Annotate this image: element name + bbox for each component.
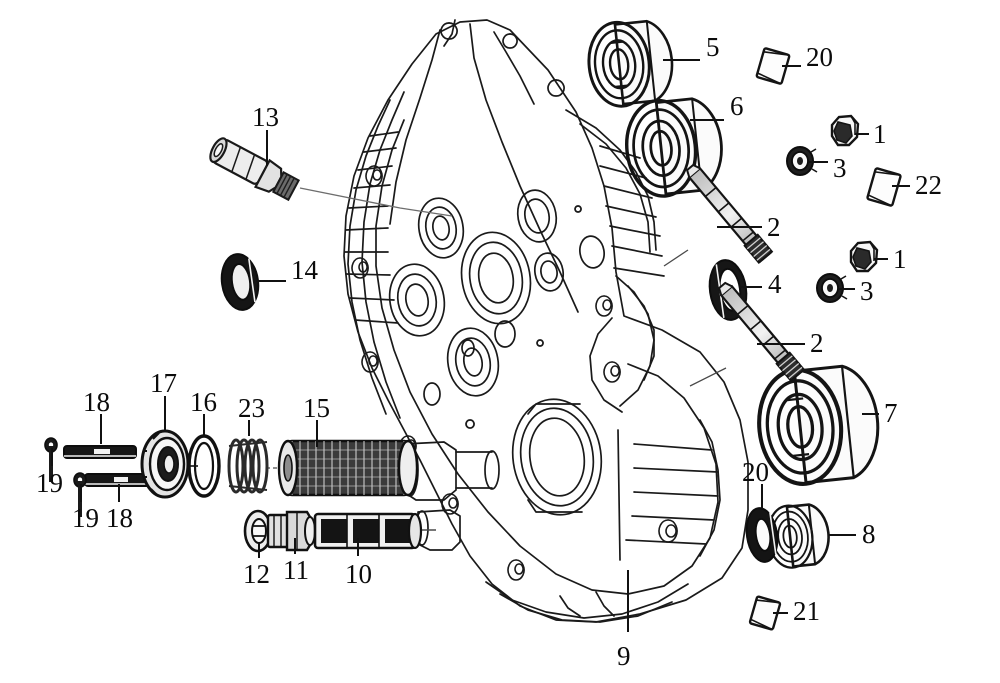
leader-stud-lower xyxy=(689,367,727,387)
leader-19b xyxy=(80,484,82,502)
callout-label-20b: 20 xyxy=(742,457,769,487)
leader-4 xyxy=(740,286,762,288)
callout-label-18a: 18 xyxy=(83,387,110,417)
callout-label-3a: 3 xyxy=(833,153,847,183)
leader-15 xyxy=(316,420,318,447)
callout-label-14: 14 xyxy=(291,255,318,285)
callout-label-12: 12 xyxy=(243,559,270,589)
part-plain-washer-lower xyxy=(816,273,848,303)
part-oil-pressure-switch xyxy=(209,137,301,202)
leader-7 xyxy=(862,413,879,415)
callout-label-5: 5 xyxy=(706,32,720,62)
callout-label-8: 8 xyxy=(862,519,876,549)
leader-2b xyxy=(757,343,805,345)
leader-2a xyxy=(717,226,762,228)
callout-label-2b: 2 xyxy=(810,328,824,358)
part-oil-seal xyxy=(220,253,260,311)
leader-22 xyxy=(892,185,910,187)
leader-10 xyxy=(357,538,359,556)
part-flange-nut-lower xyxy=(849,240,879,273)
part-o-ring xyxy=(285,510,316,552)
callout-label-1a: 1 xyxy=(873,119,887,149)
part-woodruff-key-lower xyxy=(745,507,779,563)
leader-1a xyxy=(855,133,869,135)
leader-13-to-case xyxy=(299,187,453,217)
leader-6 xyxy=(690,119,724,121)
part-oil-strainer-cap xyxy=(243,509,290,553)
leader-17 xyxy=(164,396,166,432)
part-woodruff-key-21 xyxy=(748,595,782,631)
part-woodruff-key-22 xyxy=(866,167,902,207)
callout-label-22: 22 xyxy=(915,170,942,200)
leader-3a xyxy=(808,161,828,163)
leader-1b xyxy=(874,258,888,260)
callout-label-9: 9 xyxy=(617,641,631,671)
leader-12 xyxy=(258,542,260,558)
callout-label-11: 11 xyxy=(283,555,309,585)
callout-label-3b: 3 xyxy=(860,276,874,306)
leader-stud-upper xyxy=(663,249,689,267)
leader-9 xyxy=(627,570,629,632)
leader-16 xyxy=(203,414,205,437)
callout-label-19b: 19 xyxy=(72,503,99,533)
part-stud-bolt-lower xyxy=(717,281,806,383)
callout-label-2a: 2 xyxy=(767,212,781,242)
callout-label-13: 13 xyxy=(252,102,279,132)
part-oil-filter-screen xyxy=(277,439,419,497)
leader-19a xyxy=(51,448,53,466)
leader-14 xyxy=(256,280,286,282)
callout-label-19a: 19 xyxy=(36,468,63,498)
callout-label-10: 10 xyxy=(345,559,372,589)
part-plain-washer-upper xyxy=(786,146,818,176)
callout-label-23: 23 xyxy=(238,393,265,423)
callout-label-15: 15 xyxy=(303,393,330,423)
part-oil-strainer-shaft xyxy=(313,512,423,550)
leader-13 xyxy=(266,130,268,166)
part-dowel-pin-flat-upper xyxy=(63,445,137,459)
part-flange-nut-upper xyxy=(830,114,860,147)
part-ball-bearing-small xyxy=(763,502,830,572)
leader-3b xyxy=(838,288,855,290)
part-ball-bearing-large xyxy=(583,17,674,111)
part-stud-bolt-upper xyxy=(685,163,774,265)
callout-label-4: 4 xyxy=(768,269,782,299)
callout-label-7: 7 xyxy=(884,398,898,428)
part-retaining-ring xyxy=(187,434,221,498)
callout-label-17: 17 xyxy=(150,368,177,398)
leader-18a xyxy=(100,414,102,444)
callout-label-1b: 1 xyxy=(893,244,907,274)
leader-21 xyxy=(773,612,788,614)
leader-18b xyxy=(118,484,120,502)
leader-11 xyxy=(294,538,296,554)
leader-23 xyxy=(248,420,250,436)
part-oil-pump-drive xyxy=(140,429,190,499)
callout-label-21: 21 xyxy=(793,596,820,626)
part-ball-bearing-xl xyxy=(754,362,880,488)
callout-label-18b: 18 xyxy=(106,503,133,533)
part-woodruff-key-top xyxy=(755,47,791,85)
leader-20b xyxy=(761,484,763,510)
callout-label-20a: 20 xyxy=(806,42,833,72)
leader-5 xyxy=(663,59,700,61)
callout-label-6: 6 xyxy=(730,91,744,121)
part-spring xyxy=(227,438,269,494)
leader-8 xyxy=(829,534,856,536)
leader-20a xyxy=(782,65,801,67)
callout-label-16: 16 xyxy=(190,387,217,417)
